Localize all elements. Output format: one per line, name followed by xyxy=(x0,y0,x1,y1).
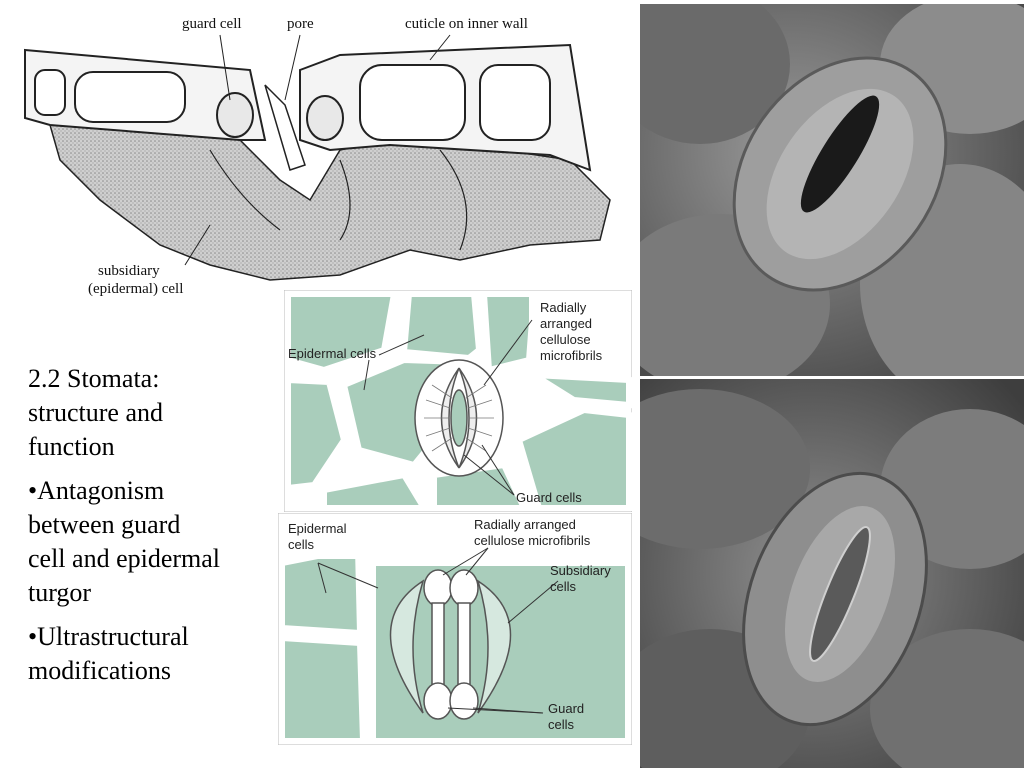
bullet-line: turgor xyxy=(28,578,92,607)
label-pore: pore xyxy=(287,16,314,32)
label-radially-2: cellulose microfibrils xyxy=(474,533,591,548)
label-cuticle: cuticle on inner wall xyxy=(405,16,528,32)
slide-text-body: 2.2 Stomata: structure and function •Ant… xyxy=(28,362,283,698)
heading-line: structure and xyxy=(28,398,164,427)
slide-heading: 2.2 Stomata: structure and function xyxy=(28,362,283,464)
label-subsidiary-line2: (epidermal) cell xyxy=(88,281,183,297)
label-guard-1: Guard xyxy=(548,701,584,716)
bullet-ultrastructural: •Ultrastructural modifications xyxy=(28,620,283,688)
sem-micrograph-closed-stoma xyxy=(640,379,1024,768)
label-subsidiary-1: Subsidiary xyxy=(550,563,611,578)
sem-micrograph-open-stoma xyxy=(640,4,1024,376)
stomatal-pore xyxy=(800,95,880,213)
bullet-antagonism: •Antagonism between guard cell and epide… xyxy=(28,474,283,610)
subsidiary-cell-region xyxy=(48,124,611,281)
bullet-line: •Ultrastructural xyxy=(28,622,189,651)
heading-line: function xyxy=(28,432,115,461)
bullet-line: between guard xyxy=(28,510,181,539)
guard-cell-pair xyxy=(423,569,479,720)
closed-stomatal-pore xyxy=(809,526,871,662)
right-guard-cell xyxy=(306,95,344,141)
label-subsidiary-2: cells xyxy=(550,579,577,594)
right-subsidiary-cell xyxy=(476,579,512,714)
label-epidermal-1: Epidermal xyxy=(288,521,347,536)
label-radially-2: arranged xyxy=(540,316,592,331)
label-radially-1: Radially arranged xyxy=(474,517,576,532)
left-guard-cell xyxy=(216,92,254,138)
label-epidermal-cells: Epidermal cells xyxy=(288,346,377,361)
label-subsidiary-line1: subsidiary xyxy=(98,263,160,279)
label-epidermal-2: cells xyxy=(288,537,315,552)
label-radially-1: Radially xyxy=(540,300,587,315)
heading-line: 2.2 Stomata: xyxy=(28,364,160,393)
dumbbell-guard-cells-diagram: Epidermal cells Radially arranged cellul… xyxy=(278,513,632,745)
pore xyxy=(264,84,306,171)
label-guard-2: cells xyxy=(548,717,575,732)
label-radially-4: microfibrils xyxy=(540,348,603,363)
stomata-cross-section-diagram: guard cell pore cuticle on inner wall su… xyxy=(24,16,611,297)
label-radially-3: cellulose xyxy=(540,332,591,347)
guard-cell-pair xyxy=(414,359,504,477)
bullet-line: cell and epidermal xyxy=(28,544,221,573)
bullet-line: modifications xyxy=(28,656,171,685)
bullet-line: •Antagonism xyxy=(28,476,165,505)
label-guard-cell: guard cell xyxy=(182,16,242,32)
kidney-guard-cells-diagram: Epidermal cells Radially arranged cellul… xyxy=(284,290,632,512)
left-subsidiary-cell xyxy=(389,579,425,714)
label-guard-cells: Guard cells xyxy=(516,490,582,505)
